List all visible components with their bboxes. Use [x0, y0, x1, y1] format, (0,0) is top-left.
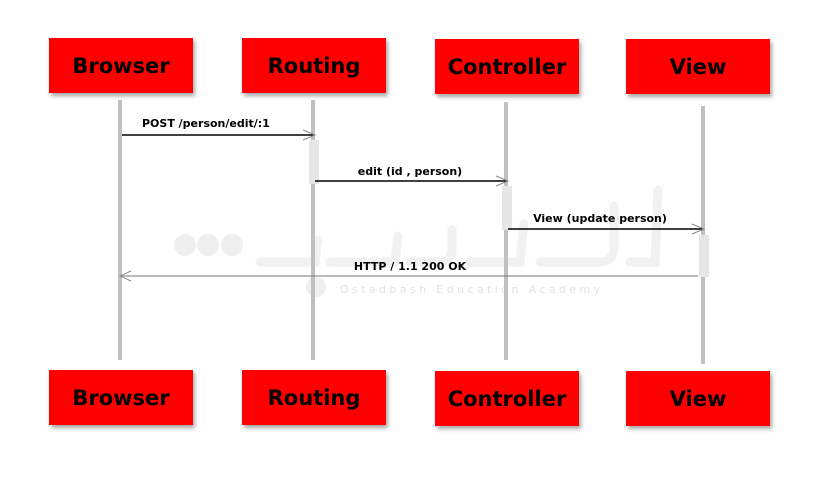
browser-lifeline: [118, 100, 122, 360]
controller-lifeline: [504, 102, 508, 360]
edit-call-arrowhead: [495, 175, 510, 187]
post-edit-arrowhead: [302, 129, 317, 141]
watermark-text: Ostadbash Education Academy: [340, 283, 604, 296]
browser-box-bottom: Browser: [49, 370, 193, 425]
watermark-dot: [174, 234, 196, 256]
watermark-dot: [197, 234, 219, 256]
edit-call-label: edit (id , person): [357, 165, 463, 178]
browser-box-top: Browser: [49, 38, 193, 93]
watermark-dot: [221, 234, 243, 256]
view-call-label: View (update person): [533, 212, 667, 225]
view-box-top: View: [626, 39, 770, 94]
controller-activation: [502, 186, 512, 230]
watermark-script: [255, 185, 663, 267]
view-call-arrowhead: [691, 223, 706, 235]
post-edit-label: POST /person/edit/:1: [142, 117, 270, 130]
routing-box-top: Routing: [242, 38, 386, 93]
routing-lifeline: [311, 100, 315, 360]
controller-box-bottom: Controller: [435, 371, 579, 426]
controller-box-top: Controller: [435, 39, 579, 94]
http-response-label: HTTP / 1.1 200 OK: [353, 260, 467, 273]
routing-box-bottom: Routing: [242, 370, 386, 425]
view-activation: [699, 235, 709, 277]
view-box-bottom: View: [626, 371, 770, 426]
http-response-arrowhead: [118, 270, 132, 282]
routing-activation: [309, 140, 319, 184]
